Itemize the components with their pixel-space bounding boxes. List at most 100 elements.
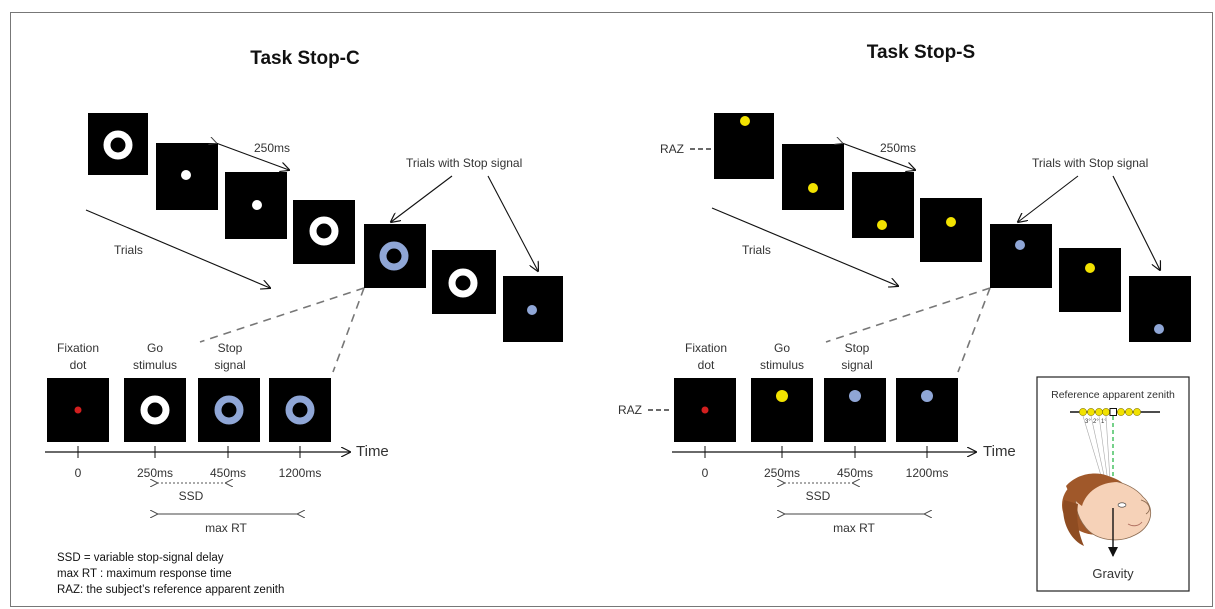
yellow-dot [946, 217, 956, 227]
stop-c-trial-2 [156, 143, 218, 210]
tick-label: 250ms [764, 466, 800, 480]
stimulus-screen [920, 198, 982, 262]
yellow-dot [877, 220, 887, 230]
stop-s-raz-bottom-label: RAZ [618, 403, 642, 417]
stop-s-timeline-go-screen [751, 378, 813, 442]
stop-c-trial-1 [88, 113, 148, 175]
stop-s-timeline-stop-screen [824, 378, 886, 442]
stimulus-screen [269, 378, 331, 442]
angle-mark: 2° [1093, 419, 1099, 425]
stop-s-trial-5 [990, 224, 1052, 288]
stop-c-timeline-go-screen [124, 378, 186, 442]
stop-s-timeline-fixation-screen [674, 378, 736, 442]
stop-s-trial-2 [782, 144, 844, 210]
stop-s-raz-top-label: RAZ [660, 142, 684, 156]
blue-ring-stimulus [214, 395, 244, 425]
yellow-dot [776, 390, 788, 402]
stimulus-screen [124, 378, 186, 442]
stop-s-panel: Task Stop-S RAZ [618, 42, 1191, 535]
stimulus-screen [432, 250, 496, 314]
stop-c-trial-5 [364, 224, 426, 288]
tick-label: 0 [702, 466, 709, 480]
stop-s-time-label: Time [983, 443, 1016, 460]
stimulus-screen [990, 224, 1052, 288]
stop-s-timeline-end-screen [896, 378, 958, 442]
stop-c-ssd-label: SSD [179, 489, 204, 503]
stop-c-timeline-stop-screen [198, 378, 260, 442]
stop-c-trial-6 [432, 250, 496, 314]
stop-s-maxrt-label: max RT [833, 521, 875, 535]
stimulus-screen [824, 378, 886, 442]
gravity-label: Gravity [1092, 566, 1134, 581]
white-ring-stimulus [448, 268, 478, 298]
stop-c-trial-3 [225, 172, 287, 239]
stop-c-time-label: Time [356, 443, 389, 460]
figure-border [10, 12, 1213, 607]
angle-mark: 1° [1101, 419, 1107, 425]
tick-label: 0 [75, 466, 82, 480]
stimulus-screen [293, 200, 355, 264]
tick-label: 250ms [137, 466, 173, 480]
legend-ssd: SSD = variable stop-signal delay [57, 552, 224, 564]
zenith-dot-row [1079, 408, 1141, 416]
inset-title: Reference apparent zenith [1051, 389, 1175, 401]
stop-c-stop-trials-label: Trials with Stop signal [406, 156, 522, 170]
blue-ring-stimulus [285, 395, 315, 425]
stop-s-trial-1 [714, 113, 774, 179]
tick-label: 1200ms [906, 466, 949, 480]
stimulus-screen [88, 113, 148, 175]
blue-dot [1015, 240, 1025, 250]
white-ring-stimulus [140, 395, 170, 425]
tick-label: 450ms [210, 466, 246, 480]
blue-dot [527, 305, 537, 315]
stimulus-screen [751, 378, 813, 442]
white-ring-stimulus [309, 216, 339, 246]
red-fixation-dot [701, 406, 709, 414]
blue-dot [1154, 324, 1164, 334]
stop-c-trial-4 [293, 200, 355, 264]
stop-c-trial-7 [503, 276, 563, 342]
stop-c-panel: Task Stop-C [45, 48, 563, 596]
stimulus-screen [782, 144, 844, 210]
stop-s-title: Task Stop-S [867, 42, 975, 63]
yellow-dot [740, 116, 750, 126]
stop-c-title: Task Stop-C [250, 48, 360, 69]
white-dot [181, 170, 191, 180]
stimulus-screen [364, 224, 426, 288]
red-fixation-dot [74, 406, 82, 414]
stop-c-maxrt-label: max RT [205, 521, 247, 535]
yellow-dot [1085, 263, 1095, 273]
stop-c-trials-label: Trials [114, 243, 143, 257]
angle-mark: 3° [1085, 419, 1091, 425]
blue-dot [921, 390, 933, 402]
stop-s-trial-3 [852, 172, 914, 238]
stop-s-trial-6 [1059, 248, 1121, 312]
stimulus-screen [1059, 248, 1121, 312]
blue-ring-stimulus [379, 241, 409, 271]
stop-s-trials-label: Trials [742, 243, 771, 257]
stop-c-timeline-fixation-screen [47, 378, 109, 442]
stop-s-stop-trials-label: Trials with Stop signal [1032, 156, 1148, 170]
stop-s-trial-7 [1129, 276, 1191, 342]
stop-c-interval-label: 250ms [254, 141, 290, 155]
legend-maxrt: max RT : maximum response time [57, 568, 232, 580]
tick-label: 1200ms [279, 466, 322, 480]
white-dot [252, 200, 262, 210]
head-illustration [1062, 473, 1152, 546]
stop-s-interval-label: 250ms [880, 141, 916, 155]
stop-s-ssd-label: SSD [806, 489, 831, 503]
stop-c-timeline-end-screen [269, 378, 331, 442]
stimulus-screen [896, 378, 958, 442]
white-ring-stimulus [103, 130, 133, 160]
blue-dot [849, 390, 861, 402]
tick-label: 450ms [837, 466, 873, 480]
yellow-dot [808, 183, 818, 193]
